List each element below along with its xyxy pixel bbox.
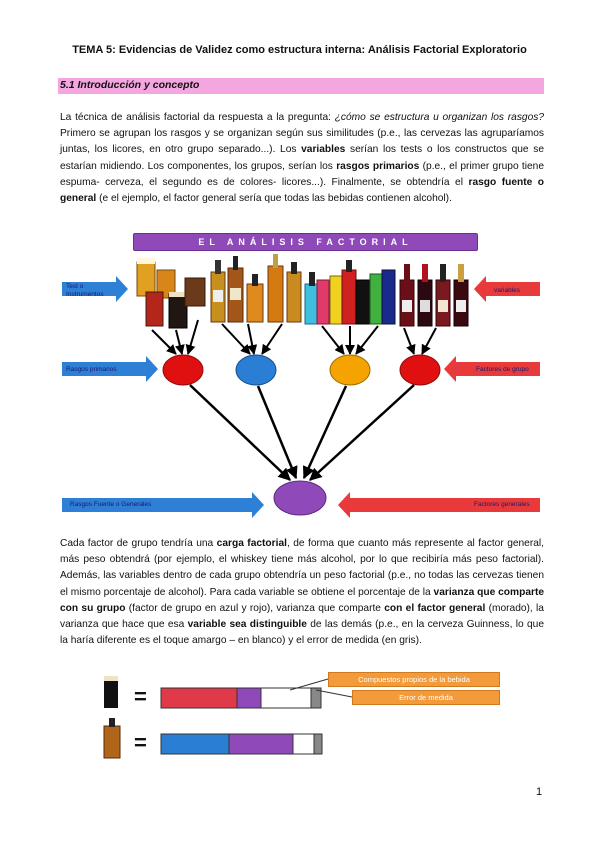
legend-measurement-error: Error de medida	[352, 690, 500, 705]
legend-own-compounds: Compuestos propios de la bebida	[328, 672, 500, 687]
liqueur-bottles-icon	[304, 260, 396, 325]
loading-paragraph: Cada factor de grupo tendría una carga f…	[60, 538, 545, 647]
page-number: 1	[536, 786, 543, 798]
arrow-tests	[62, 276, 128, 302]
group-arrows	[189, 384, 415, 481]
section-heading: 5.1 Introducción y concepto	[58, 78, 544, 94]
whiskey-variance-bar	[103, 718, 323, 759]
arrow-variables	[474, 276, 540, 302]
page-title: TEMA 5: Evidencias de Validez como estru…	[72, 44, 527, 56]
label-tests: Test o Instrumentos	[66, 283, 104, 298]
section-title: 5.1 Introducción y concepto	[60, 79, 200, 91]
arrow-group-factors	[444, 356, 540, 382]
group-factor-liqueur	[329, 354, 371, 386]
label-general-traits: Rasgos Fuente o Generales	[70, 501, 152, 508]
label-variables: variables	[494, 287, 521, 294]
label-general-factors: Factores generales	[474, 501, 530, 508]
equals-sign-2: =	[134, 730, 147, 755]
arrow-primary-traits	[62, 356, 158, 382]
arrow-general-factors	[338, 492, 540, 518]
intro-paragraph: La técnica de análisis factorial da resp…	[60, 112, 545, 205]
whiskey-bottles-icon	[210, 254, 302, 323]
variable-arrows	[151, 319, 437, 355]
equals-sign-1: =	[134, 684, 147, 709]
arrow-general-traits	[62, 492, 264, 518]
label-primary-traits: Rasgos primarios	[66, 366, 117, 373]
wine-bottles-icon	[399, 264, 469, 327]
label-group-factors: Factores de grupo	[476, 366, 529, 373]
group-factor-beer	[162, 354, 204, 386]
general-factor	[273, 480, 327, 516]
guinness-variance-bar	[104, 676, 353, 709]
group-factor-wine	[399, 354, 441, 386]
group-factor-whiskey	[235, 354, 277, 386]
diagram-banner: EL ANÁLISIS FACTORIAL	[133, 233, 478, 251]
beer-glasses-icon	[136, 258, 206, 329]
